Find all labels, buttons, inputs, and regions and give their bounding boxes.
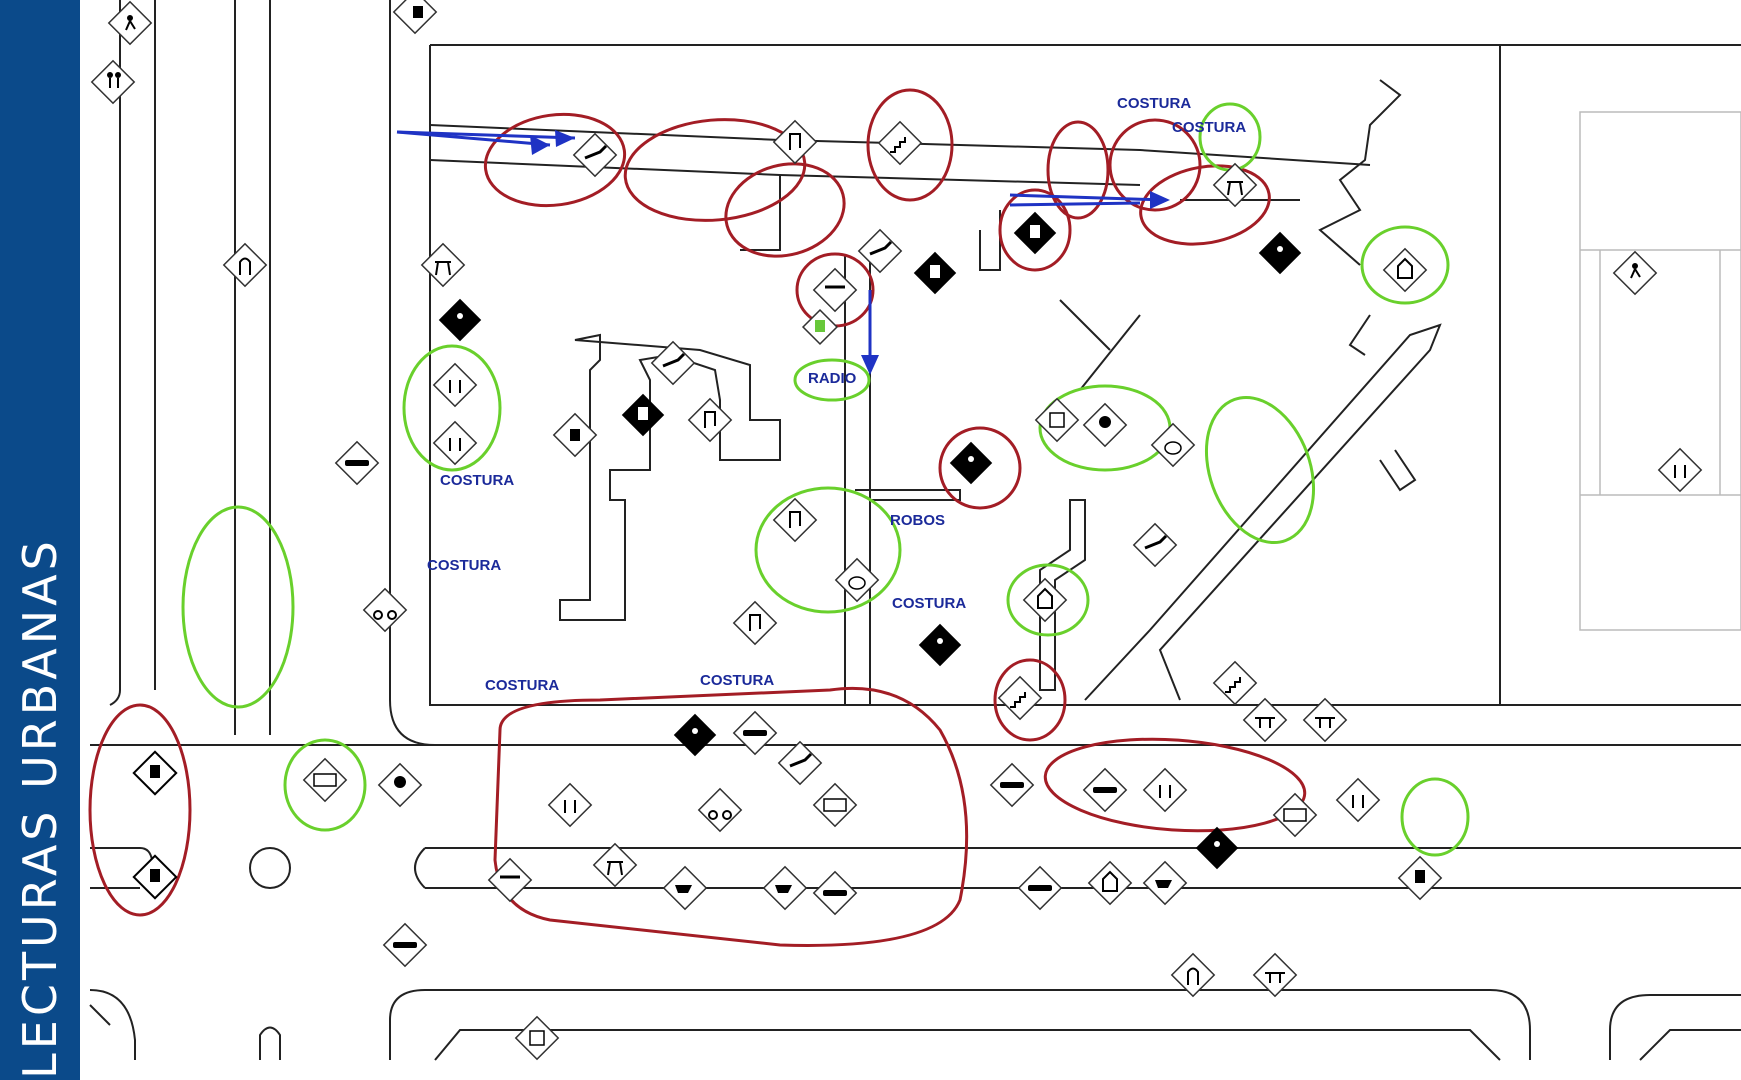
music-note-icon <box>687 397 733 443</box>
wheelbarrow-icon <box>762 865 808 911</box>
wheelbarrow-icon <box>1142 860 1188 906</box>
label-robos: ROBOS <box>890 512 945 529</box>
dog-icon <box>1132 522 1178 568</box>
wheelbarrow-icon <box>662 865 708 911</box>
construction-worker-icon <box>673 713 717 757</box>
stairs-icon <box>877 120 923 166</box>
garbage-bin-icon <box>132 854 178 900</box>
label-radio: RADIO <box>808 370 857 387</box>
grill-icon <box>420 242 466 288</box>
grill-icon <box>1212 162 1258 208</box>
public-toilet-icon <box>222 242 268 288</box>
ambulance-icon <box>812 782 858 828</box>
urban-map: COSTURA COSTURA RADIO COSTURA COSTURA RO… <box>88 0 1741 1061</box>
couple-walking-icon <box>1142 767 1188 813</box>
motorcycle-icon <box>362 587 408 633</box>
dog-icon <box>572 132 618 178</box>
laundry-icon <box>392 0 438 35</box>
stairs-icon <box>1212 660 1258 706</box>
construction-worker-icon <box>1258 231 1302 275</box>
car-icon <box>732 710 778 756</box>
grill-icon <box>592 842 638 888</box>
garbage-bin-icon <box>913 251 957 295</box>
clothesline-icon <box>487 857 533 903</box>
people-chatting-icon <box>432 362 478 408</box>
music-note-icon <box>732 600 778 646</box>
ambulance-icon <box>302 757 348 803</box>
people-chatting-icon <box>1657 447 1703 493</box>
couple-walking-icon <box>1335 777 1381 823</box>
assembly-icon <box>1082 402 1128 448</box>
positive-zones <box>181 102 1470 857</box>
activity-markers <box>90 0 1703 1061</box>
couple-walking-icon <box>547 782 593 828</box>
public-toilet-icon <box>1170 952 1216 998</box>
laundry-icon <box>552 412 598 458</box>
soccer-player-icon <box>107 0 153 46</box>
corridors <box>429 79 1442 705</box>
assembly-icon <box>377 762 423 808</box>
cooking-pot-icon <box>1150 422 1196 468</box>
dog-icon <box>650 340 696 386</box>
picnic-table-icon <box>1242 697 1288 743</box>
cyclist-icon <box>697 787 743 833</box>
people-chatting-icon <box>432 420 478 466</box>
soccer-player-icon <box>1612 250 1658 296</box>
construction-worker-icon <box>949 441 993 485</box>
construction-worker-icon <box>438 298 482 342</box>
label-costura: COSTURA <box>485 677 559 694</box>
ambulance-icon <box>1272 792 1318 838</box>
dancing-people-icon <box>90 59 136 105</box>
picnic-table-icon <box>1252 952 1298 998</box>
music-note-icon <box>772 119 818 165</box>
alphabet-blocks-icon <box>514 1015 560 1061</box>
sidebar-title: LECTURAS URBANAS <box>13 537 67 1079</box>
problem-zones <box>88 88 1307 947</box>
stairs-icon <box>997 675 1043 721</box>
garbage-bin-icon <box>1013 211 1057 255</box>
map-labels: COSTURA COSTURA RADIO COSTURA COSTURA RO… <box>427 95 1246 694</box>
dog-icon <box>857 228 903 274</box>
church-icon <box>1087 860 1133 906</box>
car-icon <box>989 762 1035 808</box>
picnic-table-icon <box>1302 697 1348 743</box>
car-icon <box>812 870 858 916</box>
construction-worker-icon <box>1195 826 1239 870</box>
church-icon <box>1022 577 1068 623</box>
label-costura: COSTURA <box>1172 119 1246 136</box>
label-costura: COSTURA <box>440 472 514 489</box>
car-icon <box>1017 865 1063 911</box>
sidebar-band: LECTURAS URBANAS <box>0 0 80 1080</box>
car-icon <box>334 440 380 486</box>
alphabet-blocks-icon <box>1034 397 1080 443</box>
street-network <box>89 0 1741 1061</box>
construction-worker-icon <box>918 623 962 667</box>
clothesline-icon <box>812 267 858 313</box>
music-note-icon <box>772 497 818 543</box>
radio-icon <box>801 308 839 346</box>
label-costura: COSTURA <box>1117 95 1191 112</box>
label-costura: COSTURA <box>892 595 966 612</box>
label-costura: COSTURA <box>700 672 774 689</box>
garbage-bin-icon <box>132 750 178 796</box>
flow-arrows <box>396 130 1170 375</box>
dog-icon <box>777 740 823 786</box>
cooking-pot-icon <box>834 557 880 603</box>
garbage-bin-icon <box>1397 855 1443 901</box>
church-icon <box>1382 247 1428 293</box>
label-costura: COSTURA <box>427 557 501 574</box>
car-icon <box>1082 767 1128 813</box>
car-icon <box>382 922 428 968</box>
